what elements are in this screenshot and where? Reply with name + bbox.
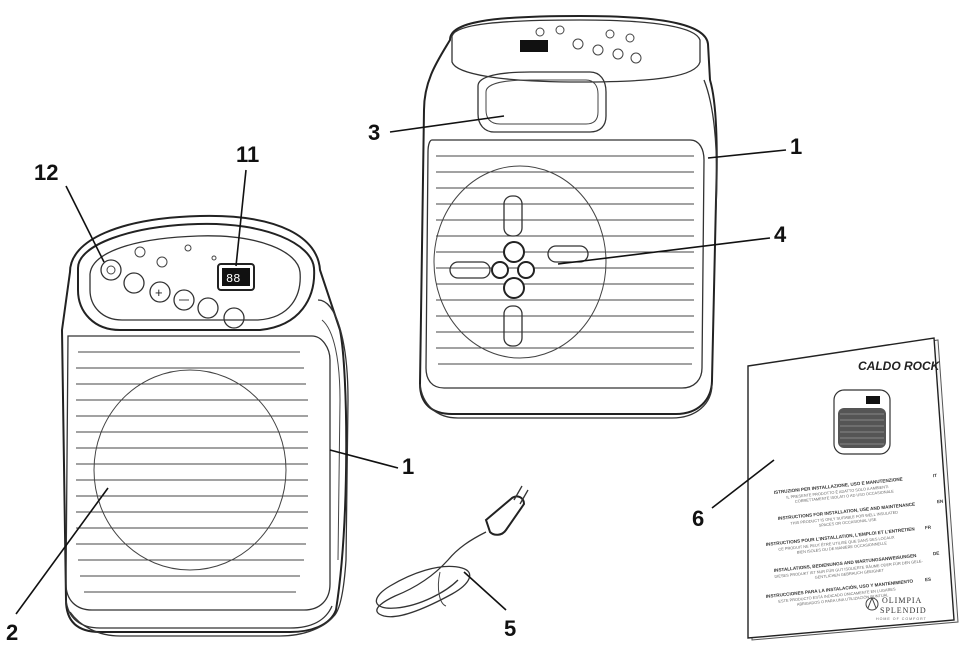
svg-text:ES: ES (925, 577, 932, 583)
plus-button (149, 281, 171, 303)
leader-lines (15, 115, 787, 615)
callout-12: 12 (34, 160, 58, 185)
display-panel (222, 268, 250, 286)
svg-text:HOME OF COMFORT: HOME OF COMFORT (876, 617, 927, 621)
rear-display (520, 40, 548, 52)
svg-text:FR: FR (925, 525, 932, 531)
instruction-manual: CALDO ROCK ISTRUZIONI PER INSTALLAZIONE,… (747, 337, 959, 641)
rear-filter-clips (449, 195, 589, 347)
mode-button (123, 272, 145, 294)
callout-2: 2 (6, 620, 18, 645)
front-grille (76, 351, 308, 593)
power-button (100, 259, 122, 281)
manual-title: CALDO ROCK (858, 359, 941, 373)
timer-button (197, 297, 219, 319)
svg-text:IT: IT (933, 473, 938, 478)
callout-3: 3 (368, 120, 380, 145)
manual-brand-logo: OLIMPIA SPLENDID HOME OF COMFORT (865, 596, 927, 621)
svg-text:+: + (155, 285, 163, 300)
callout-11: 11 (236, 142, 259, 167)
manual-cover-heater-image (833, 389, 891, 455)
heater-front-view: 88 + (60, 214, 349, 637)
heater-rear-view (418, 14, 718, 419)
power-cord (375, 485, 529, 618)
callout-4: 4 (774, 222, 787, 247)
svg-text:SPACES OR OCCASIONAL USE: SPACES OR OCCASIONAL USE (819, 517, 878, 528)
svg-text:SPLENDID: SPLENDID (880, 606, 927, 615)
rear-grille (433, 155, 694, 365)
callout-6: 6 (692, 506, 704, 531)
callout-5: 5 (504, 616, 516, 641)
svg-text:OLIMPIA: OLIMPIA (882, 596, 922, 605)
oscillation-button (223, 307, 245, 329)
svg-text:DE: DE (933, 551, 940, 557)
svg-text:EN: EN (937, 499, 945, 505)
callout-1-rear: 1 (790, 134, 802, 159)
minus-button (173, 289, 195, 311)
svg-text:88: 88 (226, 272, 240, 286)
callout-1-front: 1 (402, 454, 414, 479)
